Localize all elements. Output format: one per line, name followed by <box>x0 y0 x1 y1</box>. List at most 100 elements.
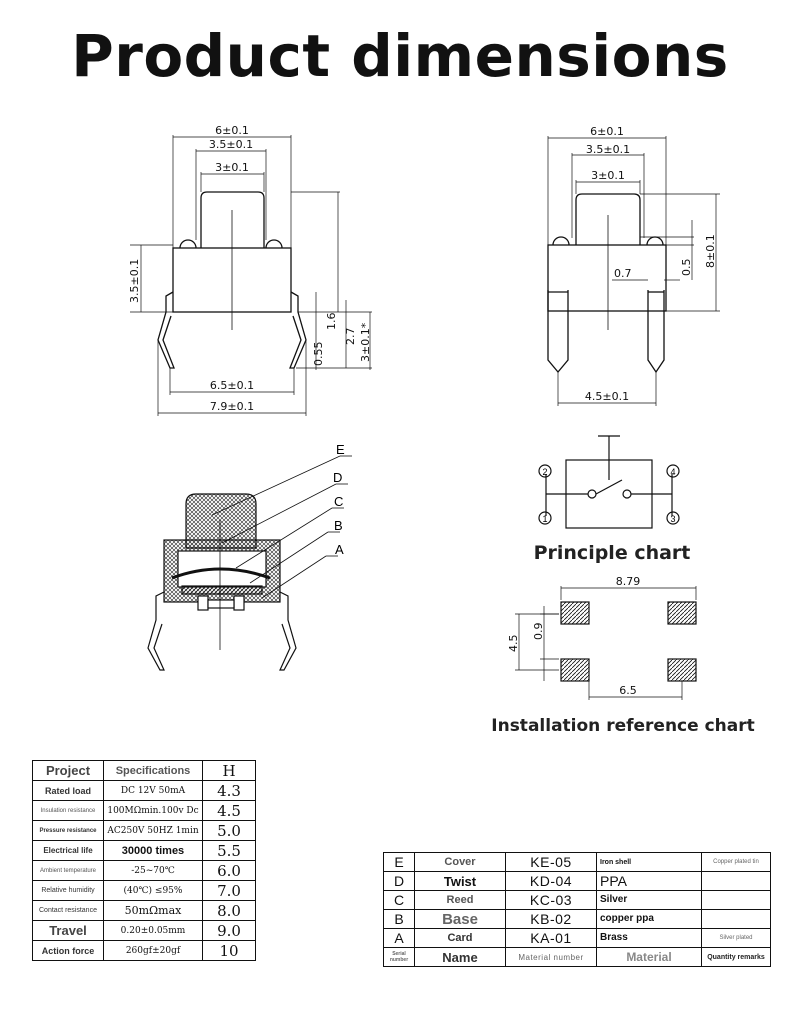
principle-chart-drawing <box>538 435 680 529</box>
mat-number: KD-04 <box>505 871 597 891</box>
install-dim-6-5: 6.5 <box>619 684 637 697</box>
mat-number: KA-01 <box>505 928 597 948</box>
mat-remarks <box>701 909 771 929</box>
side-view-drawing <box>547 136 720 406</box>
front-view-drawing <box>130 135 372 416</box>
mat-remarks: Silver plated <box>701 928 771 948</box>
spec-value: (40℃) ≤95% <box>103 880 203 901</box>
spec-value: 0.20±0.05mm <box>103 920 203 941</box>
install-dim-8-79: 8.79 <box>616 575 641 588</box>
front-dim-6: 6±0.1 <box>215 124 249 137</box>
spec-value: 30000 times <box>103 840 203 861</box>
mat-remarks <box>701 890 771 910</box>
callout-a: A <box>335 542 344 557</box>
side-dim-3: 3±0.1 <box>591 169 625 182</box>
spec-project: Contact resistance <box>32 900 104 921</box>
front-dim-1-6: 1.6 <box>325 313 338 331</box>
mat-serial: C <box>383 890 415 910</box>
spec-header-row: Project Specifications H <box>32 760 256 781</box>
spec-project: Travel <box>32 920 104 941</box>
spec-h: 10 <box>202 940 256 961</box>
installation-chart-caption: Installation reference chart <box>491 716 755 736</box>
installation-chart-drawing <box>515 586 697 700</box>
mat-remarks <box>701 871 771 891</box>
mat-serial: E <box>383 852 415 872</box>
mat-name: Twist <box>414 871 506 891</box>
mat-header-material: Material <box>596 947 702 967</box>
front-dim-0-55: 0.55 <box>312 342 325 367</box>
mat-number: KE-05 <box>505 852 597 872</box>
side-dim-6: 6±0.1 <box>590 125 624 138</box>
principle-chart-caption: Principle chart <box>533 542 691 564</box>
mat-serial: D <box>383 871 415 891</box>
mat-number: KB-02 <box>505 909 597 929</box>
spec-project: Ambient temperature <box>32 860 104 881</box>
mat-name: Base <box>414 909 506 929</box>
mat-material: Iron shell <box>596 852 702 872</box>
side-dim-0-7: 0.7 <box>614 267 632 280</box>
spec-h: 7.0 <box>202 880 256 901</box>
callout-d: D <box>333 470 342 485</box>
front-dim-3-5: 3.5±0.1 <box>209 138 253 151</box>
side-dim-8: 8±0.1 <box>704 234 717 268</box>
spec-h: 6.0 <box>202 860 256 881</box>
mat-material: Silver <box>596 890 702 910</box>
spec-h: 4.5 <box>202 800 256 821</box>
pin-1-label: 1 <box>542 514 547 524</box>
front-dim-7-9: 7.9±0.1 <box>210 400 254 413</box>
mat-header-number: Material number <box>505 947 597 967</box>
mat-material: copper ppa <box>596 909 702 929</box>
spec-h: 5.0 <box>202 820 256 841</box>
front-dim-6-5: 6.5±0.1 <box>210 379 254 392</box>
spec-value: -25~70℃ <box>103 860 203 881</box>
spec-project: Action force <box>32 940 104 961</box>
spec-project: Electrical life <box>32 840 104 861</box>
spec-project: Pressure resistance <box>32 820 104 841</box>
mat-name: Card <box>414 928 506 948</box>
spec-h: 9.0 <box>202 920 256 941</box>
front-dim-height: 3.5±0.1 <box>128 259 141 303</box>
mat-header-remarks: Quantity remarks <box>701 947 771 967</box>
spec-h: 5.5 <box>202 840 256 861</box>
mat-material: Brass <box>596 928 702 948</box>
spec-header-project: Project <box>32 760 104 781</box>
callout-b: B <box>334 518 343 533</box>
table-row: Relative humidity(40℃) ≤95%7.0 <box>32 880 256 901</box>
side-dim-3-5: 3.5±0.1 <box>586 143 630 156</box>
spec-project: Relative humidity <box>32 880 104 901</box>
mat-serial: B <box>383 909 415 929</box>
side-dim-4-5: 4.5±0.1 <box>585 390 629 403</box>
mat-remarks: Copper plated tin <box>701 852 771 872</box>
front-dim-3: 3±0.1 <box>215 161 249 174</box>
spec-h: 8.0 <box>202 900 256 921</box>
mat-name: Cover <box>414 852 506 872</box>
front-dim-3-star: 3±0.1* <box>359 322 372 362</box>
mat-name: Reed <box>414 890 506 910</box>
spec-project: Rated load <box>32 780 104 801</box>
spec-project: Insulation resistance <box>32 800 104 821</box>
pin-4-label: 4 <box>670 467 675 477</box>
mat-header-serial: Serial number <box>383 947 415 967</box>
mat-material: PPA <box>596 871 702 891</box>
spec-value: DC 12V 50mA <box>103 780 203 801</box>
spec-value: 50mΩmax <box>103 900 203 921</box>
front-dim-2-7: 2.7 <box>344 328 357 346</box>
callout-e: E <box>336 442 345 457</box>
mat-serial: A <box>383 928 415 948</box>
install-dim-0-9: 0.9 <box>532 623 545 641</box>
pin-3-label: 3 <box>670 514 675 524</box>
spec-value: AC250V 50HZ 1min <box>103 820 203 841</box>
